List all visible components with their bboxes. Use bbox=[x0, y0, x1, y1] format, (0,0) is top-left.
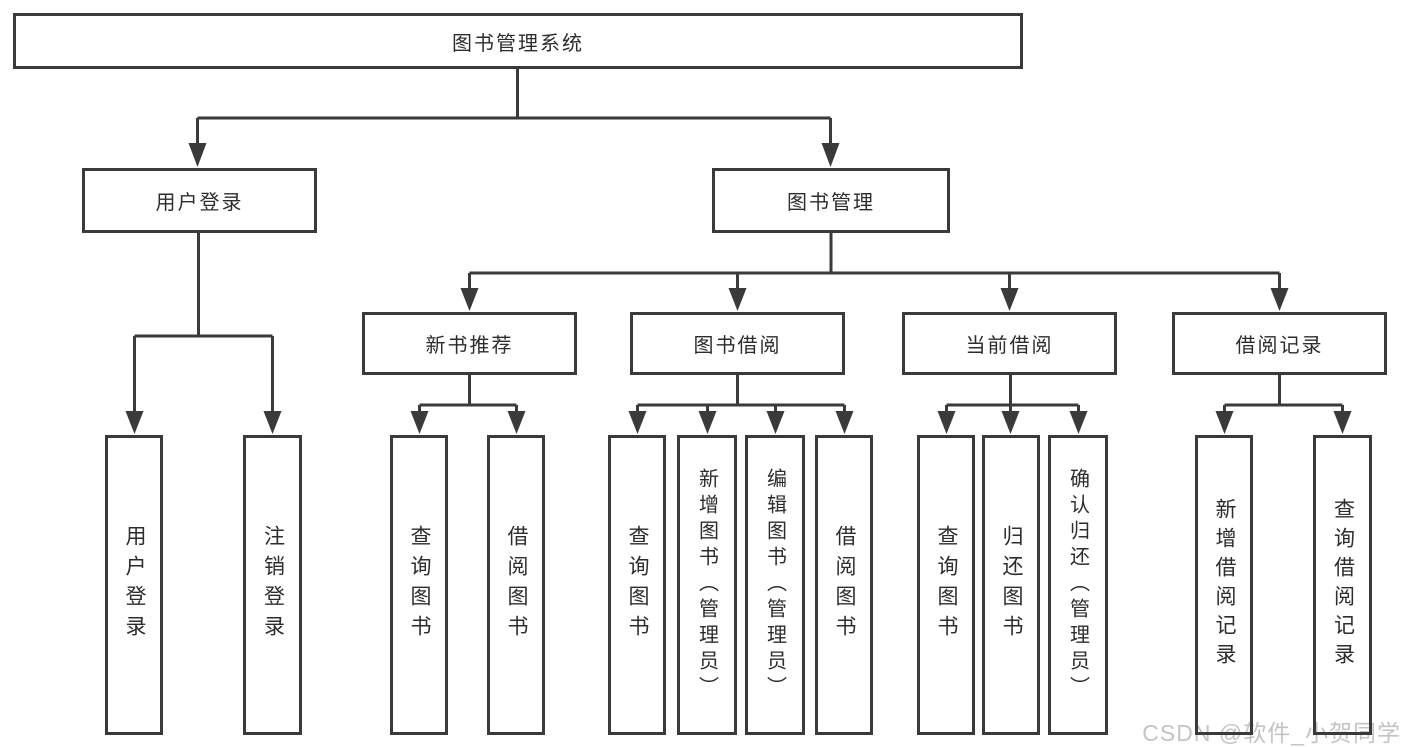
arrowhead bbox=[728, 288, 747, 311]
arrowhead bbox=[821, 143, 840, 167]
node-label: 编辑图书（管理员） bbox=[763, 468, 786, 702]
connector-new-book-recommend-to-leaves bbox=[418, 375, 518, 413]
node-label: 查询图书 bbox=[408, 525, 431, 645]
node-label: 新增图书（管理员） bbox=[695, 468, 718, 702]
node-label: 图书管理系统 bbox=[452, 32, 584, 55]
leaf-query-borrow-record: 查询借阅记录 bbox=[1313, 435, 1372, 735]
node-label: 查询图书 bbox=[935, 525, 958, 645]
node-borrow-records: 借阅记录 bbox=[1172, 312, 1387, 375]
leaf-add-borrow-record: 新增借阅记录 bbox=[1195, 435, 1253, 735]
arrowhead bbox=[410, 411, 429, 434]
leaf-add-books-admin: 新增图书（管理员） bbox=[677, 435, 737, 735]
node-root-library-system: 图书管理系统 bbox=[13, 13, 1023, 69]
connector-lines bbox=[133, 68, 1344, 413]
connector-book-management-to-level3 bbox=[468, 233, 1281, 290]
node-label: 查询图书 bbox=[626, 525, 649, 645]
node-label: 用户登录 bbox=[123, 525, 146, 645]
arrowhead bbox=[835, 411, 854, 434]
node-book-borrow: 图书借阅 bbox=[630, 312, 845, 375]
leaf-return-books: 归还图书 bbox=[982, 435, 1040, 735]
leaf-confirm-return-admin: 确认归还（管理员） bbox=[1048, 435, 1108, 735]
arrowhead bbox=[766, 411, 785, 434]
node-label: 确认归还（管理员） bbox=[1066, 468, 1089, 702]
leaf-query-books-current: 查询图书 bbox=[917, 435, 975, 735]
node-label: 用户登录 bbox=[155, 192, 244, 214]
arrowhead bbox=[1270, 288, 1289, 311]
node-user-login: 用户登录 bbox=[82, 168, 317, 233]
arrowhead bbox=[507, 411, 526, 434]
leaf-borrow-books-recommend: 借阅图书 bbox=[487, 435, 545, 735]
node-label: 归还图书 bbox=[1000, 525, 1023, 645]
arrowhead bbox=[698, 411, 717, 434]
node-label: 借阅图书 bbox=[505, 525, 528, 645]
connector-user-login-to-leaves bbox=[133, 232, 274, 413]
node-label: 注销登录 bbox=[261, 525, 285, 645]
arrowhead bbox=[460, 288, 479, 311]
arrowhead bbox=[937, 411, 956, 434]
node-label: 图书管理 bbox=[787, 192, 875, 214]
arrowhead bbox=[1001, 411, 1020, 434]
connector-root-to-level2 bbox=[196, 68, 832, 145]
arrowhead bbox=[1069, 411, 1088, 434]
leaf-logout: 注销登录 bbox=[243, 435, 302, 735]
leaf-borrow-books: 借阅图书 bbox=[815, 435, 873, 735]
leaf-query-books-recommend: 查询图书 bbox=[390, 435, 448, 735]
leaf-user-login: 用户登录 bbox=[105, 435, 163, 735]
node-label: 新增借阅记录 bbox=[1213, 498, 1236, 672]
leaf-edit-books-admin: 编辑图书（管理员） bbox=[745, 435, 805, 735]
connector-current-borrow-to-leaves bbox=[945, 375, 1080, 413]
node-label: 当前借阅 bbox=[965, 335, 1054, 357]
node-label: 新书推荐 bbox=[425, 335, 514, 357]
arrowheads bbox=[125, 143, 1352, 434]
leaf-query-books-borrow: 查询图书 bbox=[608, 435, 666, 735]
node-new-book-recommend: 新书推荐 bbox=[362, 312, 577, 375]
node-current-borrow: 当前借阅 bbox=[902, 312, 1117, 375]
node-book-management: 图书管理 bbox=[712, 168, 950, 233]
arrowhead bbox=[1333, 411, 1352, 434]
node-label: 借阅图书 bbox=[833, 525, 856, 645]
node-label: 借阅记录 bbox=[1235, 335, 1324, 357]
connector-book-borrow-to-leaves bbox=[636, 375, 846, 413]
arrowhead bbox=[628, 411, 647, 434]
arrowhead bbox=[1000, 288, 1019, 311]
arrowhead bbox=[125, 411, 144, 434]
node-label: 图书借阅 bbox=[693, 335, 782, 357]
arrowhead bbox=[188, 143, 207, 167]
arrowhead bbox=[263, 411, 282, 434]
arrowhead bbox=[1215, 411, 1234, 434]
connector-borrow-records-to-leaves bbox=[1223, 375, 1344, 413]
node-label: 查询借阅记录 bbox=[1331, 498, 1355, 672]
